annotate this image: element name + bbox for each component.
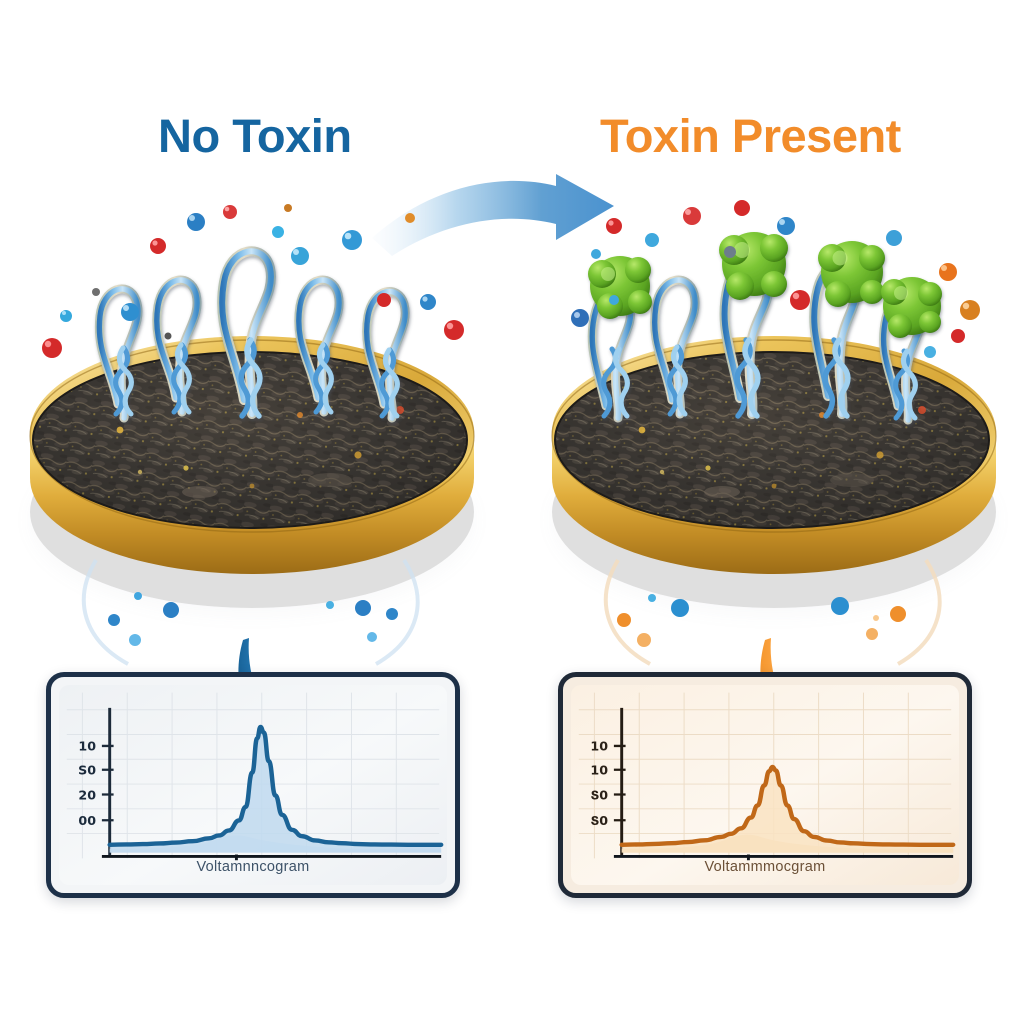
electron-flow-right [603, 558, 942, 666]
electrode-left [29, 204, 475, 666]
toxin-blob [588, 256, 652, 319]
aptamer-strand [362, 287, 410, 423]
ion-particles-left [42, 204, 464, 358]
curved-transition-arrow [372, 174, 614, 256]
aptamer-strand-bound [879, 294, 926, 425]
peak-curve-left [107, 724, 444, 847]
toxin-blob [719, 232, 788, 300]
aptamer-strand [217, 246, 276, 419]
peak-fill-left [109, 726, 442, 853]
toxin-blob [818, 241, 885, 307]
y-tick-label: Տ0 [590, 787, 608, 802]
aptamer-strand [94, 284, 143, 423]
peak-fill-right [621, 766, 954, 853]
chart-caption-right: Voltammmocgram [704, 859, 826, 875]
voltammogram-panel-toxin-present[interactable]: 10 10 Տ0 Տ0 Voltammmocgram [558, 672, 972, 898]
toxin-blob [881, 277, 942, 338]
nanomaterial-surface-right [555, 352, 989, 528]
chart-plot-area-left: 10 S0 20 00 Voltamnncogram [59, 685, 447, 885]
toxin-group [588, 232, 942, 338]
chart-caption-left: Voltamnncogram [196, 859, 310, 875]
aptamer-group-right [587, 257, 926, 425]
y-tick-label: 10 [590, 763, 608, 778]
chart-plot-area-right: 10 10 Տ0 Տ0 Voltammmocgram [571, 685, 959, 885]
voltammogram-chart-left: 10 S0 20 00 [66, 692, 444, 861]
y-ticks-left [101, 744, 114, 822]
y-ticks-right [613, 744, 626, 822]
aptamer-strand-bound [809, 260, 862, 419]
peak-curve-right [619, 764, 956, 847]
aptamer-strand-bound [719, 257, 774, 419]
y-tick-label: 00 [78, 813, 96, 828]
y-tick-label: Տ0 [590, 813, 608, 828]
aptamer-strand [294, 275, 344, 417]
voltammogram-panel-no-toxin[interactable]: 10 S0 20 00 Voltamnncogram [46, 672, 460, 898]
aptamer-strand [650, 275, 700, 419]
ion-particles-right [571, 200, 980, 358]
electrode-right [551, 200, 997, 666]
y-tick-label: 10 [590, 739, 608, 754]
aptamer-group-left [94, 246, 410, 423]
voltammogram-chart-right: 10 10 Տ0 Տ0 [578, 692, 956, 861]
aptamer-strand [152, 275, 202, 417]
panel-title-toxin-present: Toxin Present [600, 109, 901, 162]
y-tick-label: S0 [78, 763, 96, 778]
y-tick-label: 10 [78, 739, 96, 754]
electron-flow-left [81, 558, 420, 666]
aptamer-strand-bound [587, 286, 636, 423]
nanomaterial-surface-left [33, 352, 467, 528]
panel-title-no-toxin: No Toxin [158, 109, 352, 162]
y-tick-label: 20 [78, 787, 96, 802]
